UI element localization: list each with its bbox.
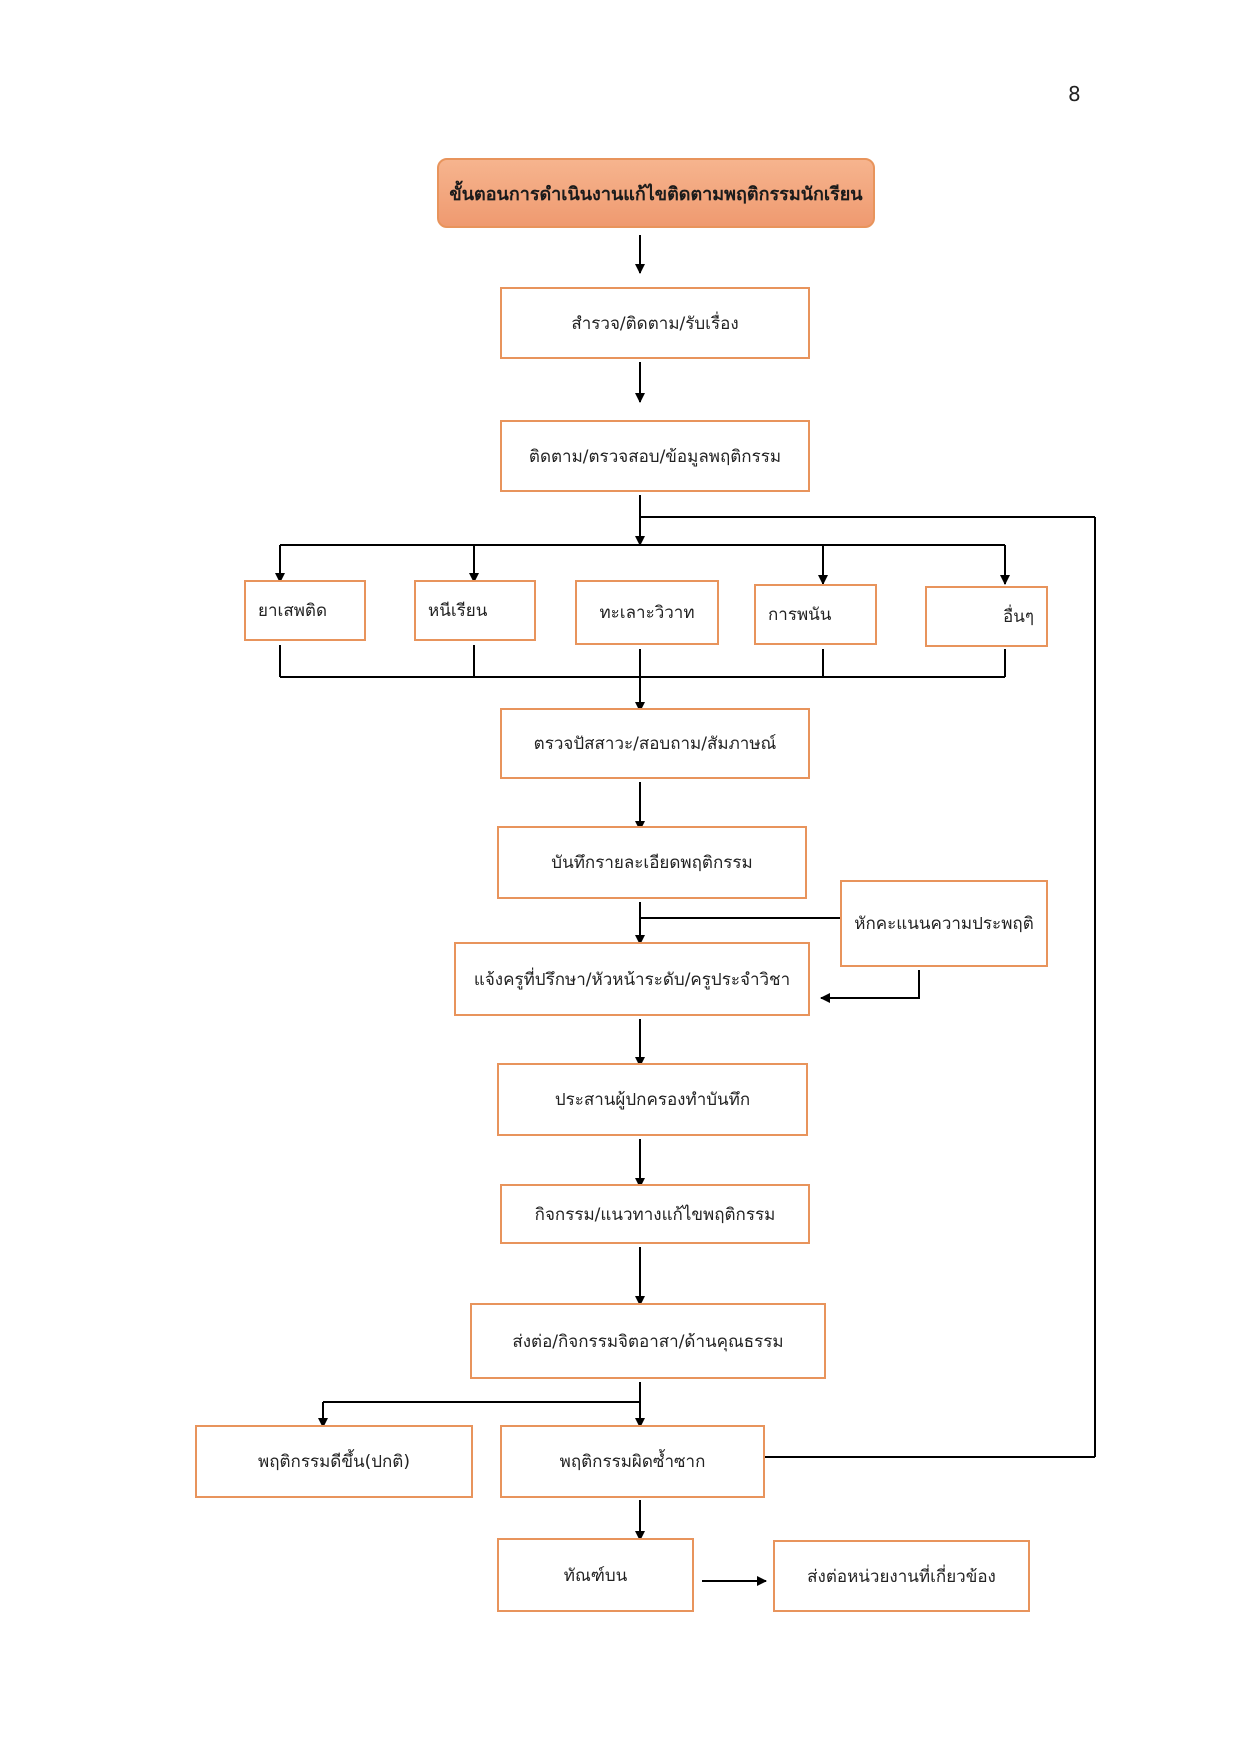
outcome-repeat-offense: พฤติกรรมผิดซ้ำซาก (500, 1425, 765, 1498)
category-gambling: การพนัน (754, 584, 877, 645)
page-number: 8 (1068, 82, 1081, 106)
step-deduct-points: หักคะแนนความประพฤติ (840, 880, 1048, 967)
category-others: อื่นๆ (925, 586, 1048, 647)
category-drugs: ยาเสพติด (244, 580, 366, 641)
step-urine-test: ตรวจปัสสาวะ/สอบถาม/สัมภาษณ์ (500, 708, 810, 779)
arrow-deduct-to-notify (820, 970, 920, 1003)
flowchart-title: ขั้นตอนการดำเนินงานแก้ไขติดตามพฤติกรรมนั… (437, 158, 875, 228)
category-fighting: ทะเลาะวิวาท (575, 580, 719, 645)
outcome-improved: พฤติกรรมดีขึ้น(ปกติ) (195, 1425, 473, 1498)
step-record: บันทึกรายละเอียดพฤติกรรม (497, 826, 807, 899)
step-refer-volunteer: ส่งต่อ/กิจกรรมจิตอาสา/ด้านคุณธรรม (470, 1303, 826, 1379)
step-activity: กิจกรรม/แนวทางแก้ไขพฤติกรรม (500, 1184, 810, 1244)
step-refer-agency: ส่งต่อหน่วยงานที่เกี่ยวข้อง (773, 1540, 1030, 1612)
category-truancy: หนีเรียน (414, 580, 536, 641)
step-check: ติดตาม/ตรวจสอบ/ข้อมูลพฤติกรรม (500, 420, 810, 492)
step-survey: สำรวจ/ติดตาม/รับเรื่อง (500, 287, 810, 359)
step-notify-teachers: แจ้งครูที่ปรึกษา/หัวหน้าระดับ/ครูประจำวิ… (454, 942, 810, 1016)
step-contact-parents: ประสานผู้ปกครองทำบันทึก (497, 1063, 808, 1136)
step-probation: ทัณฑ์บน (497, 1538, 694, 1612)
